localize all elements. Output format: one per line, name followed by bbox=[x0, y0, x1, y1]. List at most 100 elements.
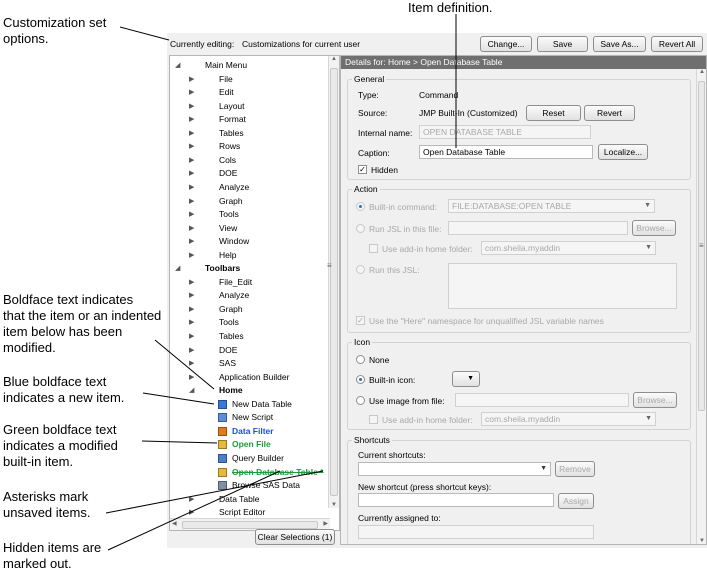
expand-arrow-icon[interactable]: ▶ bbox=[189, 75, 195, 83]
tree-item[interactable]: Browse SAS Data bbox=[170, 479, 328, 492]
expand-arrow-icon[interactable]: ▶ bbox=[189, 129, 195, 137]
collapse-arrow-icon[interactable]: ◢ bbox=[189, 387, 195, 395]
tree-item[interactable]: ◢Home bbox=[170, 384, 328, 397]
tree-item[interactable]: ▶Layout bbox=[170, 100, 328, 113]
expand-arrow-icon[interactable]: ▶ bbox=[189, 143, 195, 151]
tree-vertical-scroll-thumb[interactable] bbox=[330, 68, 338, 496]
tree-item[interactable]: ▶File bbox=[170, 73, 328, 86]
expand-arrow-icon[interactable]: ▶ bbox=[189, 292, 195, 300]
tree-item[interactable]: Open File bbox=[170, 438, 328, 451]
tree-item[interactable]: ▶Tools bbox=[170, 316, 328, 329]
tree-item[interactable]: ▶View bbox=[170, 222, 328, 235]
run-jsl-file-radio[interactable] bbox=[356, 224, 365, 233]
tree-item[interactable]: ▶Application Builder bbox=[170, 371, 328, 384]
tree-horizontal-scroll-thumb[interactable] bbox=[182, 521, 318, 529]
expand-arrow-icon[interactable]: ▶ bbox=[189, 319, 195, 327]
tree-item[interactable]: ▶Tools bbox=[170, 208, 328, 221]
tree-item[interactable]: ◢Main Menu bbox=[170, 59, 328, 72]
remove-shortcut-button[interactable]: Remove bbox=[555, 461, 595, 477]
expand-arrow-icon[interactable]: ▶ bbox=[189, 183, 195, 191]
expand-arrow-icon[interactable]: ▶ bbox=[189, 495, 195, 503]
here-namespace-checkbox[interactable]: ✓ bbox=[356, 316, 365, 325]
tree-item[interactable]: ▶Tables bbox=[170, 127, 328, 140]
scroll-down-icon[interactable]: ▼ bbox=[331, 502, 337, 508]
expand-arrow-icon[interactable]: ▶ bbox=[189, 373, 195, 381]
tree-item[interactable]: ▶Help bbox=[170, 249, 328, 262]
browse-jsl-button[interactable]: Browse... bbox=[632, 220, 676, 236]
tree-item[interactable]: New Data Table bbox=[170, 398, 328, 411]
expand-arrow-icon[interactable]: ▶ bbox=[189, 89, 195, 97]
save-as-button[interactable]: Save As... bbox=[593, 36, 646, 52]
expand-arrow-icon[interactable]: ▶ bbox=[189, 305, 195, 313]
change-button[interactable]: Change... bbox=[480, 36, 532, 52]
tree-item[interactable]: ▶DOE bbox=[170, 167, 328, 180]
scroll-up-icon[interactable]: ▲ bbox=[331, 56, 337, 62]
expand-arrow-icon[interactable]: ▶ bbox=[189, 224, 195, 232]
tree-item[interactable]: ▶Window bbox=[170, 235, 328, 248]
builtin-icon-radio[interactable] bbox=[356, 375, 365, 384]
scroll-left-icon[interactable]: ◀ bbox=[172, 521, 177, 527]
collapse-arrow-icon[interactable]: ◢ bbox=[175, 265, 181, 273]
expand-arrow-icon[interactable]: ▶ bbox=[189, 251, 195, 259]
tree-item[interactable]: Query Builder bbox=[170, 452, 328, 465]
scroll-down-icon[interactable]: ▼ bbox=[699, 538, 705, 544]
localize-button[interactable]: Localize... bbox=[598, 144, 648, 160]
hidden-checkbox[interactable]: ✓ bbox=[358, 165, 367, 174]
use-addin-checkbox[interactable] bbox=[369, 244, 378, 253]
expand-arrow-icon[interactable]: ▶ bbox=[189, 346, 195, 354]
addin-folder-select[interactable]: com.sheila.myaddin▼ bbox=[481, 241, 656, 255]
tree-item[interactable]: ▶Rows bbox=[170, 140, 328, 153]
revert-all-button[interactable]: Revert All bbox=[651, 36, 703, 52]
run-this-jsl-textarea[interactable] bbox=[448, 263, 677, 309]
tree-item[interactable]: ▶Cols bbox=[170, 154, 328, 167]
new-shortcut-field[interactable] bbox=[358, 493, 554, 507]
expand-arrow-icon[interactable]: ▶ bbox=[189, 102, 195, 110]
reset-button[interactable]: Reset bbox=[526, 105, 581, 121]
expand-arrow-icon[interactable]: ▶ bbox=[189, 211, 195, 219]
tree-item[interactable]: ▶Analyze bbox=[170, 289, 328, 302]
details-vertical-scrollbar[interactable]: ▲ ≡ ▼ bbox=[696, 69, 706, 544]
current-shortcuts-select[interactable]: ▼ bbox=[358, 462, 551, 476]
tree-item[interactable]: ▶Tables bbox=[170, 330, 328, 343]
image-file-field[interactable] bbox=[455, 393, 629, 407]
run-this-jsl-radio[interactable] bbox=[356, 265, 365, 274]
tree-item[interactable]: ▶Edit bbox=[170, 86, 328, 99]
scroll-right-icon[interactable]: ▶ bbox=[323, 521, 328, 527]
tree-item[interactable]: ▶Data Table bbox=[170, 493, 328, 506]
tree-item[interactable]: ▶Graph bbox=[170, 303, 328, 316]
revert-button[interactable]: Revert bbox=[584, 105, 635, 121]
builtin-command-select[interactable]: FILE:DATABASE:OPEN TABLE▼ bbox=[448, 199, 655, 213]
details-scroll-thumb[interactable] bbox=[698, 81, 705, 411]
menu-tree[interactable]: ◢Main Menu▶File▶Edit▶Layout▶Format▶Table… bbox=[169, 55, 340, 531]
tree-item[interactable]: ▶SAS bbox=[170, 357, 328, 370]
caption-field[interactable]: Open Database Table bbox=[419, 145, 593, 159]
expand-arrow-icon[interactable]: ▶ bbox=[189, 278, 195, 286]
tree-item[interactable]: ▶Analyze bbox=[170, 181, 328, 194]
clear-selections-button[interactable]: Clear Selections (1) bbox=[255, 529, 335, 545]
expand-arrow-icon[interactable]: ▶ bbox=[189, 156, 195, 164]
icon-use-addin-checkbox[interactable] bbox=[369, 415, 378, 424]
expand-arrow-icon[interactable]: ▶ bbox=[189, 116, 195, 124]
expand-arrow-icon[interactable]: ▶ bbox=[189, 238, 195, 246]
expand-arrow-icon[interactable]: ▶ bbox=[189, 333, 195, 340]
builtin-icon-dropdown[interactable]: ▼ bbox=[452, 371, 480, 387]
expand-arrow-icon[interactable]: ▶ bbox=[189, 170, 195, 178]
tree-item[interactable]: Open Database Table * bbox=[170, 466, 328, 479]
tree-vertical-scrollbar[interactable]: ▲ ▼ bbox=[328, 56, 339, 508]
icon-addin-folder-select[interactable]: com.sheila.myaddin▼ bbox=[481, 412, 656, 426]
tree-item[interactable]: Data Filter bbox=[170, 425, 328, 438]
tree-item[interactable]: New Script bbox=[170, 411, 328, 424]
collapse-arrow-icon[interactable]: ◢ bbox=[175, 62, 181, 69]
scroll-up-icon[interactable]: ▲ bbox=[699, 69, 705, 75]
tree-item[interactable]: ▶File_Edit bbox=[170, 276, 328, 289]
tree-item[interactable]: ▶Graph bbox=[170, 195, 328, 208]
tree-item[interactable]: ▶Format bbox=[170, 113, 328, 126]
expand-arrow-icon[interactable]: ▶ bbox=[189, 197, 195, 205]
run-jsl-file-field[interactable] bbox=[448, 221, 628, 235]
icon-none-radio[interactable] bbox=[356, 355, 365, 364]
save-button[interactable]: Save bbox=[537, 36, 588, 52]
assign-shortcut-button[interactable]: Assign bbox=[558, 493, 594, 509]
tree-item[interactable]: ▶DOE bbox=[170, 344, 328, 357]
splitter-grip-icon[interactable]: ≡ bbox=[327, 261, 332, 270]
tree-item[interactable]: ◢Toolbars bbox=[170, 262, 328, 275]
